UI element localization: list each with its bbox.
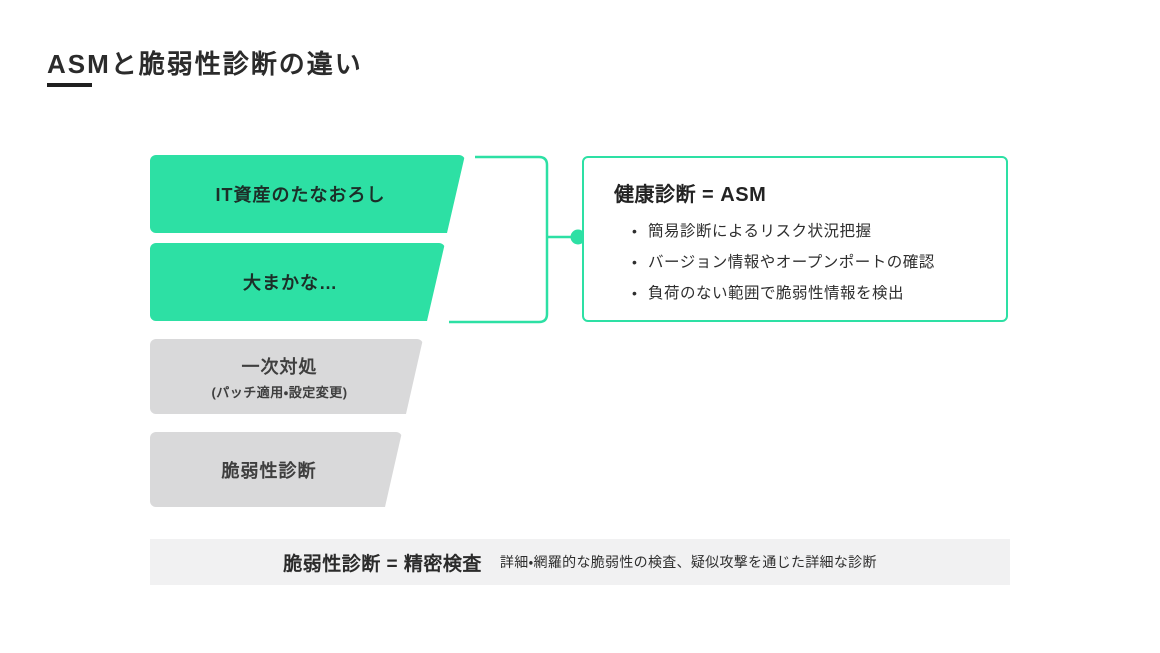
connector-dot-icon <box>570 229 586 245</box>
title-underline <box>47 83 92 87</box>
bracket-connector-icon <box>449 155 586 324</box>
flow-step-first-response: 一次対処 (パッチ適用・設定変更) <box>150 339 423 414</box>
asm-box-title: 健康診断 = ASM <box>614 184 767 206</box>
flow-step-label: IT資産のたなおろし <box>215 185 386 205</box>
asm-bullet-item: 負荷のない範囲で脆弱性情報を検出 <box>632 278 980 309</box>
bottom-bar: 脆弱性診断 = 精密検査 詳細・網羅的な脆弱性の検査、疑似攻撃を通じた詳細な診断 <box>150 539 1010 585</box>
flow-step-vuln-assessment: 脆弱性診断 <box>150 432 402 507</box>
page-title: ASMと脆弱性診断の違い <box>47 49 363 79</box>
bracket-shape <box>449 155 549 324</box>
asm-bullet-list: 簡易診断によるリスク状況把握 バージョン情報やオープンポートの確認 負荷のない範… <box>614 216 980 309</box>
asm-box: 健康診断 = ASM 簡易診断によるリスク状況把握 バージョン情報やオープンポー… <box>582 156 1008 322</box>
flow-step-it-assets: IT資産のたなおろし <box>150 155 465 233</box>
asm-bullet-item: 簡易診断によるリスク状況把握 <box>632 216 980 247</box>
asm-bullet-item: バージョン情報やオープンポートの確認 <box>632 247 980 278</box>
bottom-bar-title: 脆弱性診断 = 精密検査 <box>283 553 482 575</box>
flow-step-sublabel: (パッチ適用・設定変更) <box>211 384 348 400</box>
flow-step-label: 大まかな… <box>243 273 338 293</box>
flow-step-label: 脆弱性診断 <box>221 460 317 481</box>
bottom-bar-description: 詳細・網羅的な脆弱性の検査、疑似攻撃を通じた詳細な診断 <box>499 554 877 570</box>
flow-step-label: 一次対処 <box>241 356 318 377</box>
flow-step-rough: 大まかな… <box>150 243 445 321</box>
